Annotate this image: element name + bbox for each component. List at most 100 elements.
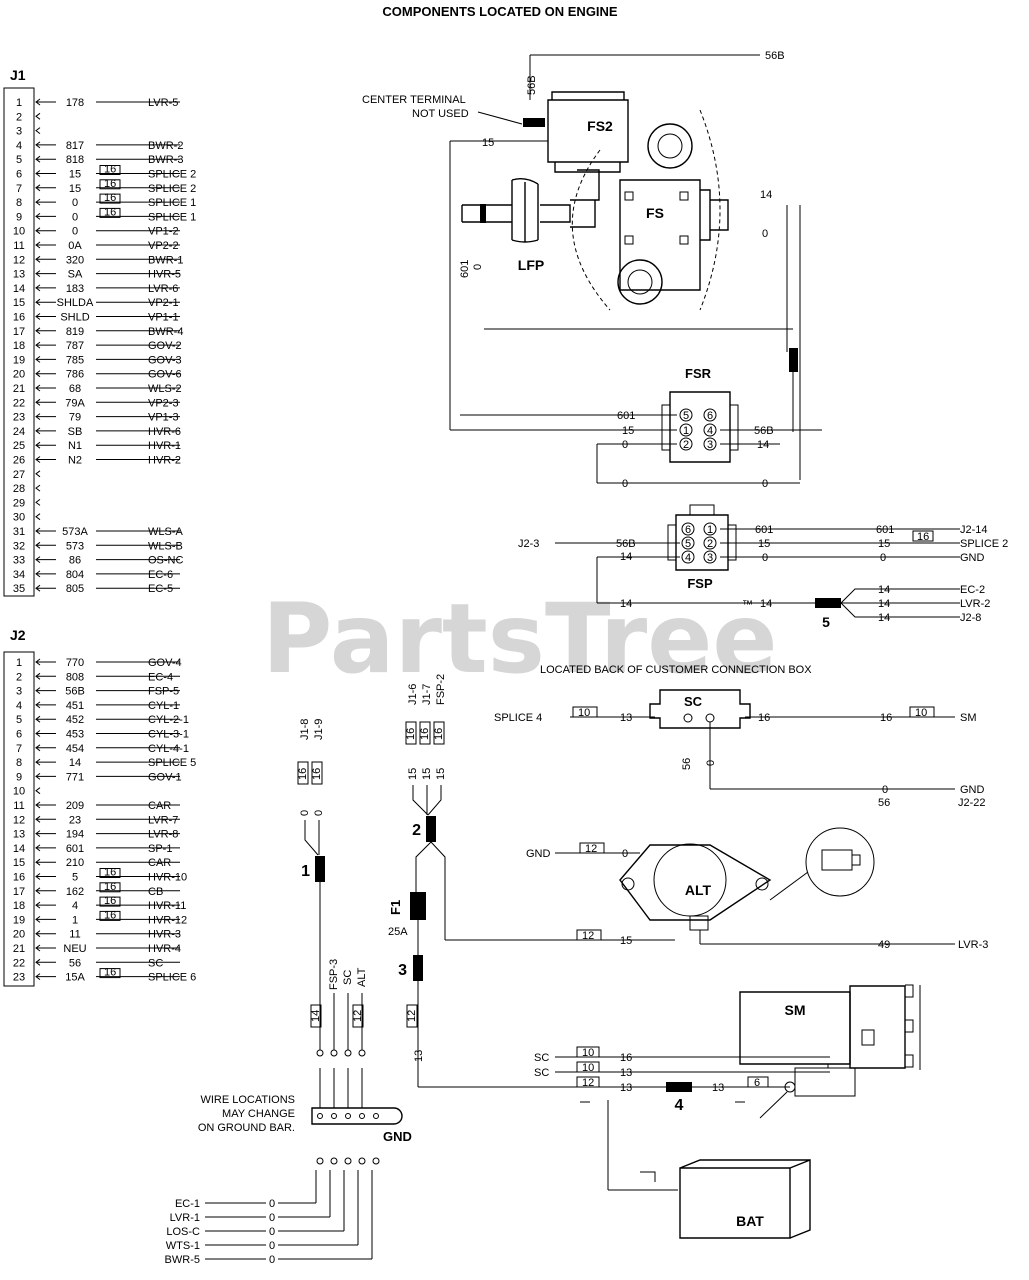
j1-pin-28: 28 — [13, 483, 25, 495]
j2-wire-5: 452 — [66, 714, 84, 726]
fs-body — [619, 179, 701, 291]
fsp-bot-14b: 14 — [760, 598, 772, 610]
j1-dest-17: BWR-4 — [148, 326, 183, 338]
j1-pin-marker — [35, 499, 41, 506]
mid-j1-8: J1-8 — [299, 719, 311, 740]
sc-wire-16a: 16 — [758, 712, 770, 724]
mid-gauge-16a: 16 — [297, 768, 309, 780]
j2-pin-11: 11 — [13, 800, 24, 812]
fsr-label: FSR — [685, 366, 712, 381]
j2-pin-17: 17 — [13, 886, 25, 898]
ring-terminal — [316, 1049, 324, 1057]
j2-dest-6: CYL-3-1 — [148, 729, 189, 741]
j1-wire-31: 573A — [62, 526, 88, 538]
mid-gauge-16e: 16 — [433, 728, 445, 740]
lfp-label: LFP — [518, 257, 544, 273]
j2-dest-4: CYL-1 — [148, 700, 179, 712]
j1-pin-5: 5 — [16, 154, 22, 166]
j1-wire-15: SHLDA — [57, 297, 94, 309]
sc-dest-splice4: SPLICE 4 — [494, 712, 542, 724]
j1-dest-23: VP1-3 — [148, 412, 179, 424]
splice-4 — [666, 1082, 692, 1092]
wire-15-fs2: 15 — [482, 137, 494, 149]
fsr-pin-number: 2 — [683, 439, 689, 451]
j2-pin-1: 1 — [16, 657, 22, 669]
fsr-pin-number: 4 — [707, 425, 713, 437]
j1-dest-35: EC-5 — [148, 583, 173, 595]
j1-dest-1: LVR-5 — [148, 97, 178, 109]
j2-pin-3: 3 — [16, 686, 22, 698]
j1-dest-19: GOV-3 — [148, 354, 182, 366]
fsp-bot-14a: 14 — [620, 598, 632, 610]
gnd-label: GND — [383, 1129, 412, 1144]
gnd-wire-2: 0 — [269, 1226, 275, 1238]
j1-pin-24: 24 — [13, 426, 25, 438]
fsp-pin-number: 3 — [707, 552, 713, 564]
j1-dest-5: BWR-3 — [148, 154, 183, 166]
j2-dest-11: CAR — [148, 800, 171, 812]
fsr-pin — [703, 437, 717, 451]
j1-wire-9: 0 — [72, 211, 78, 223]
fsr-connector — [669, 391, 731, 463]
j1-pin-marker — [35, 513, 41, 521]
j1-pin-33: 33 — [13, 555, 25, 567]
j2-gauge-23: 16 — [104, 967, 116, 979]
j1-dest-10: VP1-2 — [148, 226, 179, 238]
j1-pin-31: 31 — [13, 526, 25, 538]
j1-gauge-9: 16 — [104, 206, 116, 218]
j1-wire-24: SB — [68, 426, 83, 438]
center-terminal-note-2: NOT USED — [412, 108, 469, 120]
j2-dest-13: LVR-8 — [148, 829, 178, 841]
alt-dest-lvr3: LVR-3 — [958, 939, 988, 951]
fsp-pin — [681, 550, 695, 564]
j1-dest-21: WLS-2 — [148, 383, 182, 395]
j1-label: J1 — [10, 67, 26, 83]
fsp-pin — [703, 522, 717, 536]
gnd-dest-0: EC-1 — [175, 1198, 200, 1210]
sm-wire-16: 16 — [620, 1052, 632, 1064]
j2-wire-8: 14 — [69, 757, 81, 769]
j1-wire-34: 804 — [66, 569, 84, 581]
sc-dest-sm: SM — [960, 712, 977, 724]
j2-pin-12: 12 — [13, 814, 25, 826]
j2-pin-20: 20 — [13, 929, 25, 941]
j2-gauge-16: 16 — [104, 867, 116, 879]
fsr-pin-number: 1 — [683, 425, 689, 437]
fuse-f1-rating: 25A — [388, 926, 408, 938]
j1-dest-32: WLS-B — [148, 540, 183, 552]
fsp-wire-0: 0 — [762, 552, 768, 564]
j2-wire-16: 5 — [72, 872, 78, 884]
j1-wire-20: 786 — [66, 369, 84, 381]
j1-wire-7: 15 — [69, 183, 81, 195]
mid-wire-15b: 15 — [421, 768, 433, 780]
j2-dest-20: HVR-3 — [148, 929, 181, 941]
sm-gauge-10a: 10 — [582, 1047, 594, 1059]
j2-pin-23: 23 — [13, 972, 25, 984]
fsp-far-15: 15 — [878, 538, 890, 550]
mid-gauge-16b: 16 — [311, 768, 323, 780]
sc-vert-56: 56 — [681, 758, 693, 770]
page-title: COMPONENTS LOCATED ON ENGINE — [382, 4, 618, 19]
j1-pin-16: 16 — [13, 312, 25, 324]
j2-wire-15: 210 — [66, 857, 84, 869]
fsr-wire-601: 601 — [617, 410, 635, 422]
j1-dest-11: VP2-2 — [148, 240, 179, 252]
wire-0-fs: 0 — [762, 228, 768, 240]
j1-pin-4: 4 — [16, 140, 22, 152]
j2-wire-21: NEU — [63, 943, 86, 955]
j2-wire-9: 771 — [66, 771, 84, 783]
sc-wire-56: 56 — [878, 797, 890, 809]
mid-wire-0a: 0 — [299, 810, 311, 816]
j1-dest-25: HVR-1 — [148, 440, 181, 452]
alt-gauge-12a: 12 — [585, 843, 597, 855]
mid-wire-15a: 15 — [407, 768, 419, 780]
s5-dest-lvr2: LVR-2 — [960, 598, 990, 610]
mid-gauge-12a: 12 — [352, 1010, 364, 1022]
splice-5-label: 5 — [822, 614, 830, 630]
gnd-dest-2: LOS-C — [166, 1226, 200, 1238]
alt-wire-15: 15 — [620, 935, 632, 947]
ring-terminal — [344, 1157, 352, 1165]
j1-connector — [3, 87, 35, 597]
wire-56b-top: 56B — [765, 50, 785, 62]
